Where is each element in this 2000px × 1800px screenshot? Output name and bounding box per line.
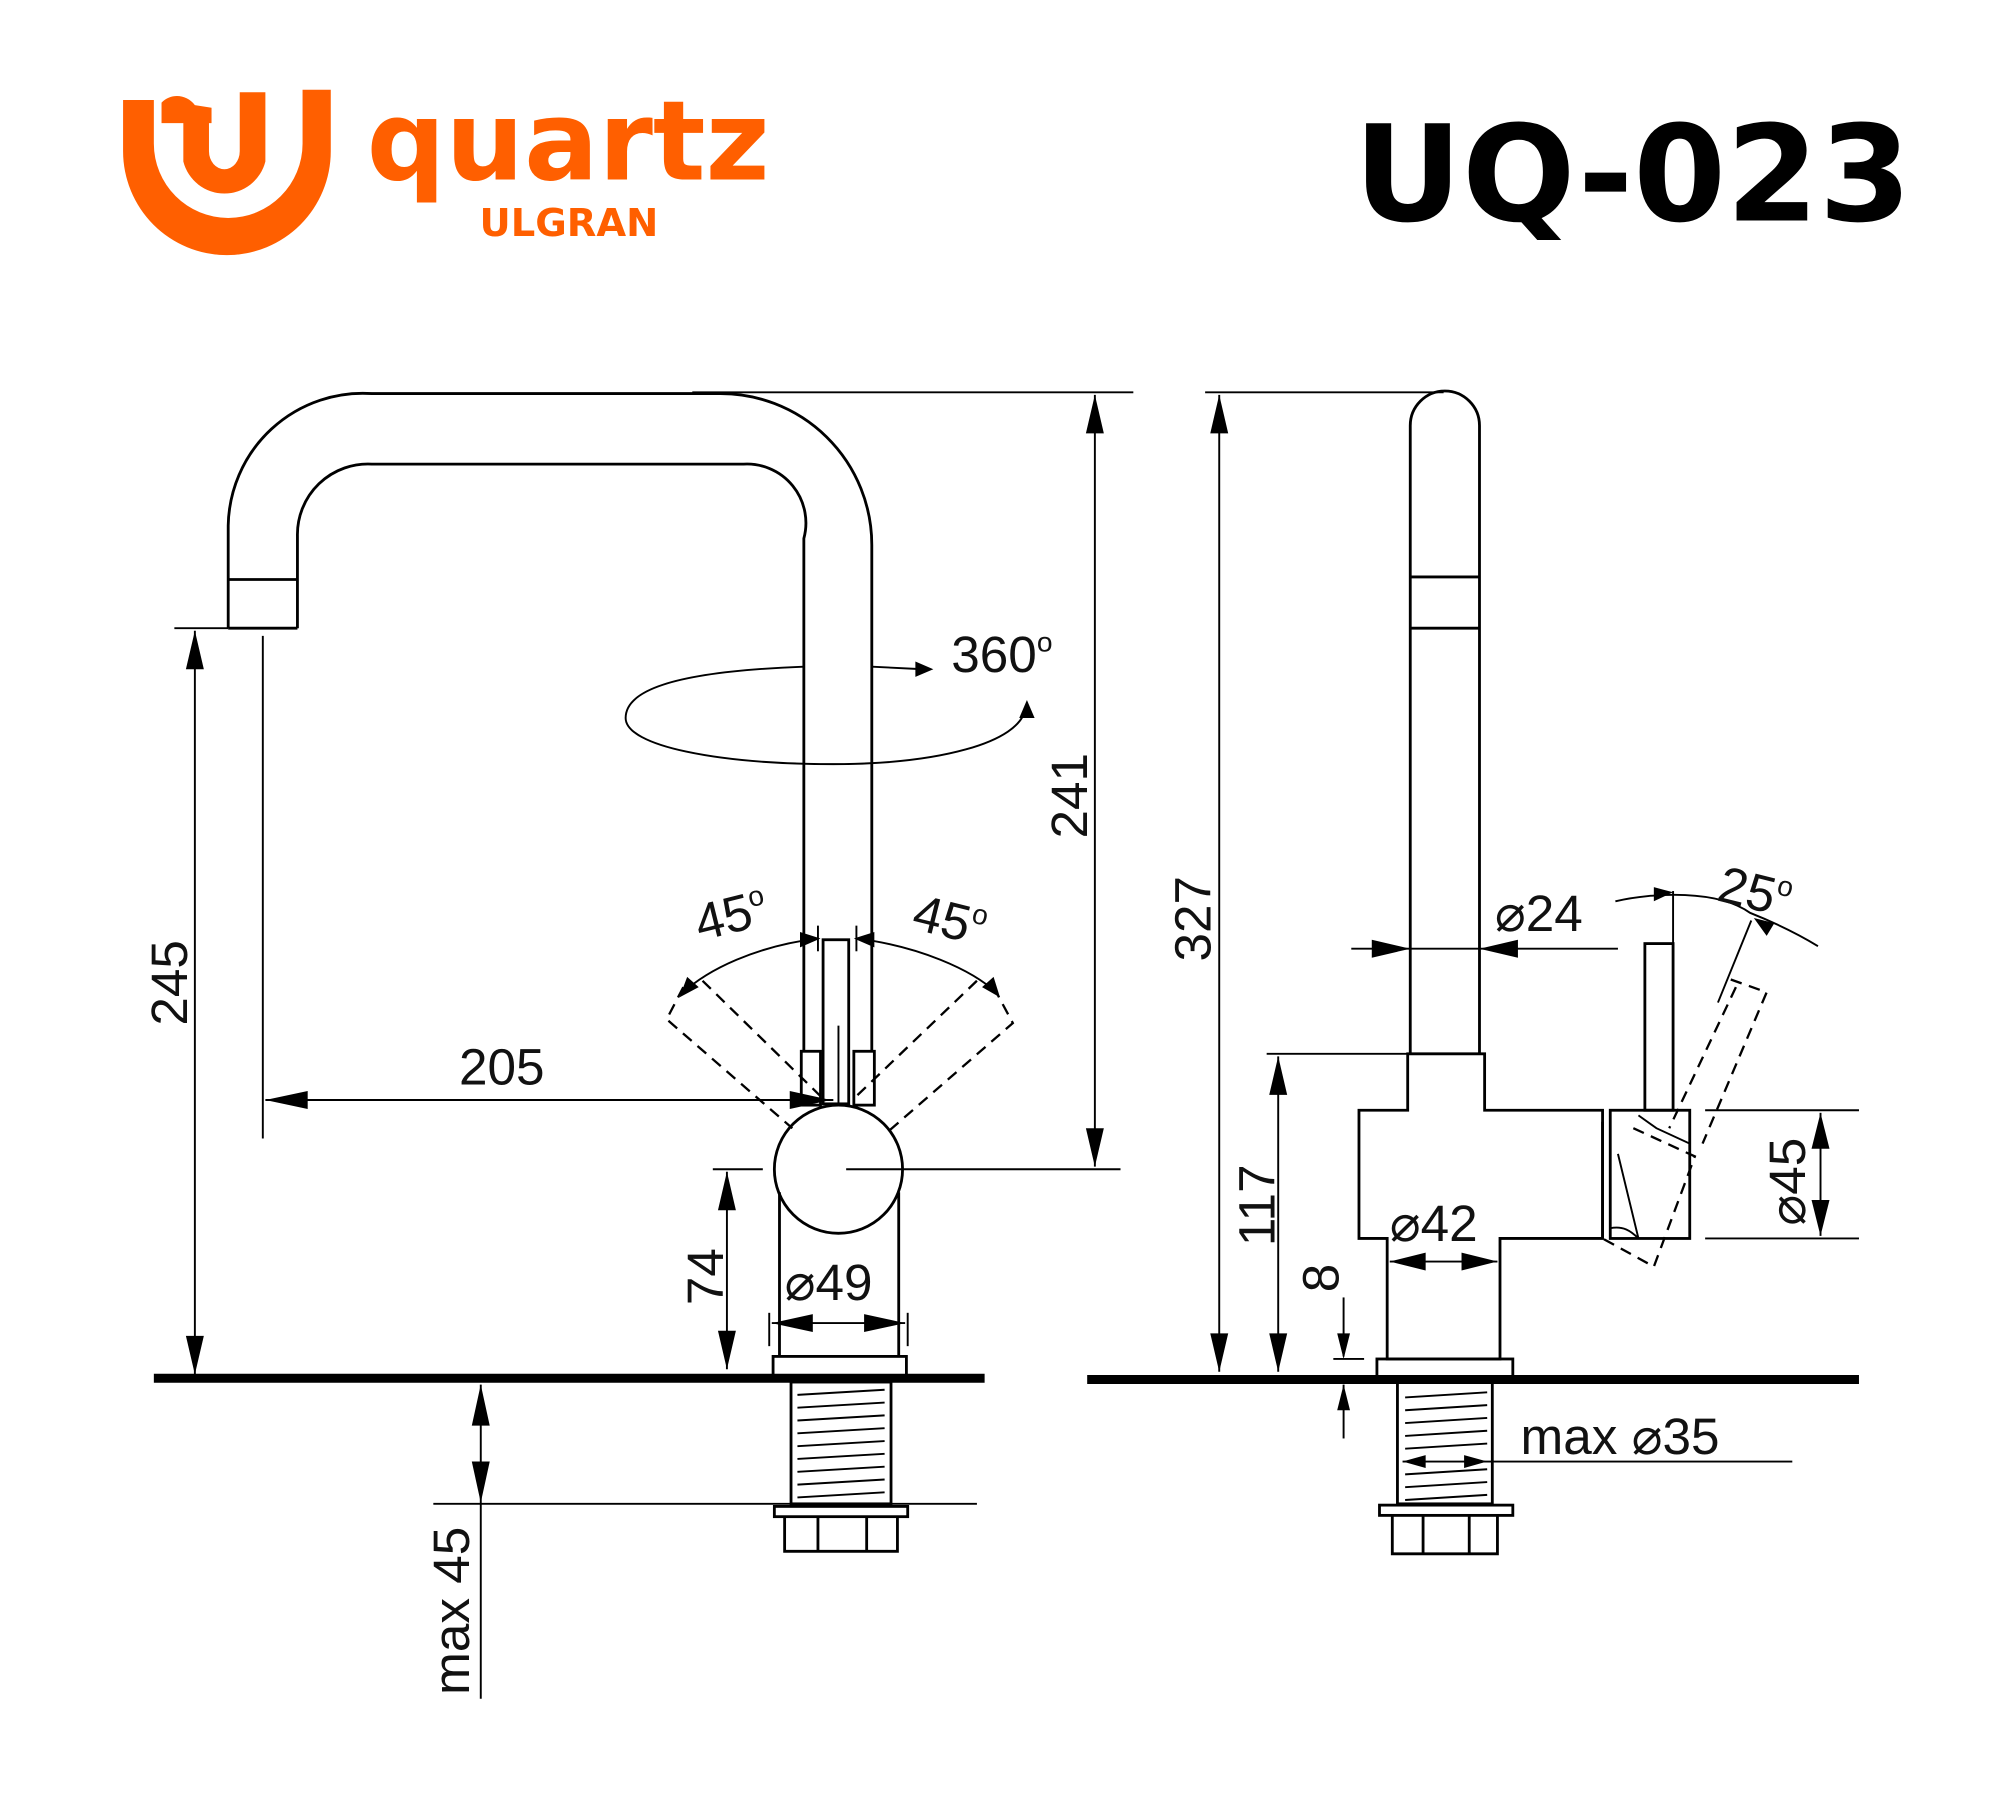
ulgran-u-logo-icon (123, 89, 331, 256)
side-view: 327 117 ⌀24 25o ⌀45 ⌀42 (1087, 389, 1859, 1556)
dim-total-height: 327 (1164, 876, 1221, 962)
swivel-indicator: 360o (624, 625, 1053, 766)
brand-subname: ULGRAN (479, 201, 658, 246)
dim-total-height-from-axis: 241 (1041, 753, 1098, 839)
brand-logo: quartz ULGRAN (123, 78, 770, 256)
dim-reach: 205 (459, 1039, 545, 1096)
dim-base-diameter: ⌀49 (785, 1254, 873, 1311)
side-thread-lines (1405, 1391, 1488, 1501)
dim-lever-right-angle: 45o (908, 883, 992, 956)
dim-body-diameter: ⌀42 (1390, 1195, 1478, 1252)
brand-name: quartz (367, 78, 770, 206)
model-code: UQ-023 (1354, 98, 1912, 253)
dim-lever-tilt: 25o (1713, 855, 1797, 928)
dim-base-thickness: 8 (1292, 1264, 1349, 1293)
thread-lines (797, 1388, 885, 1499)
dim-body-axis-height: 74 (677, 1248, 734, 1305)
dim-body-height: 117 (1228, 1164, 1285, 1246)
dim-tube-diameter: ⌀24 (1495, 885, 1583, 942)
dim-lever-left-angle: 45o (689, 878, 773, 951)
dim-max-hole: max ⌀35 (1521, 1408, 1720, 1465)
dim-max-countertop: max 45 (423, 1527, 480, 1695)
dim-handle-diameter: ⌀45 (1759, 1138, 1816, 1226)
front-view: 245 241 205 360o 45o 45o (141, 391, 1134, 1699)
dim-spout-height: 245 (141, 940, 198, 1026)
dim-swivel: 360o (951, 625, 1052, 683)
